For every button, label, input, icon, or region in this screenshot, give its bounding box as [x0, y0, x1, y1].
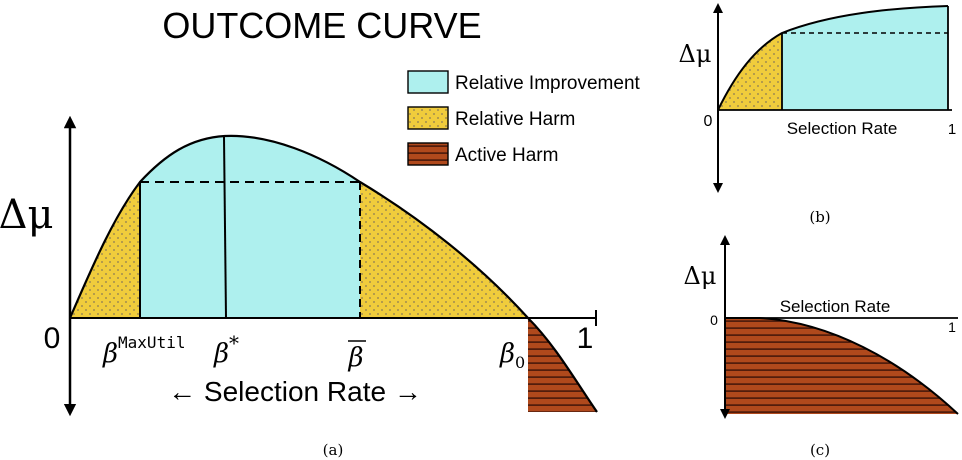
- panel-a-origin: 0: [44, 322, 61, 355]
- legend-swatch-harm: [407, 106, 449, 130]
- panel-c-one: 1: [948, 319, 956, 335]
- panel-c: Δμ 0 Selection Rate 1 (c): [684, 235, 959, 459]
- panel-c-caption: (c): [810, 441, 830, 459]
- panel-b-caption: (b): [809, 208, 830, 226]
- panel-c-x-label: Selection Rate: [780, 297, 891, 316]
- active-harm-area: [528, 318, 597, 412]
- panel-c-curve: [725, 317, 959, 415]
- panel-a-x-label: ← Selection Rate →: [168, 376, 422, 407]
- legend-label-active-harm: Active Harm: [455, 145, 558, 166]
- relative-harm-left-area: [70, 182, 140, 318]
- panel-b-curve: [717, 5, 949, 111]
- legend-swatch-improvement: [407, 70, 449, 94]
- panel-c-active-harm-area: [725, 318, 958, 414]
- panel-b-y-label: Δμ: [679, 40, 712, 68]
- panel-a-caption: (a): [323, 441, 344, 459]
- panel-b-x-label: Selection Rate: [787, 119, 898, 138]
- legend: Relative Improvement Relative Harm Activ…: [407, 70, 641, 166]
- panel-a-one: 1: [577, 322, 594, 355]
- panel-a: OUTCOME CURVE Δμ 0 1 βMaxUtil β* β: [0, 5, 641, 459]
- tick-beta-zero: β0: [499, 339, 525, 372]
- beta-star-line: [223, 136, 227, 319]
- panel-b: Δμ 0 Selection Rate 1 (b): [679, 2, 956, 226]
- legend-label-improvement: Relative Improvement: [455, 73, 641, 94]
- panel-a-title: OUTCOME CURVE: [162, 5, 481, 46]
- tick-beta-bar: β: [347, 340, 366, 373]
- legend-label-harm: Relative Harm: [455, 109, 575, 130]
- panel-c-y-label: Δμ: [684, 262, 717, 290]
- panel-c-origin: 0: [710, 312, 718, 328]
- panel-b-harm-area: [718, 33, 782, 110]
- panel-a-y-label: Δμ: [0, 192, 53, 238]
- legend-swatch-active-harm: [407, 142, 449, 166]
- panel-b-one: 1: [948, 121, 956, 138]
- panel-b-improvement-area: [782, 6, 948, 110]
- svg-text:β: β: [347, 343, 363, 373]
- tick-beta-star: β*: [213, 331, 239, 369]
- panel-b-origin: 0: [704, 113, 713, 130]
- relative-harm-right-area: [360, 182, 528, 318]
- tick-maxutil: βMaxUtil: [102, 333, 185, 369]
